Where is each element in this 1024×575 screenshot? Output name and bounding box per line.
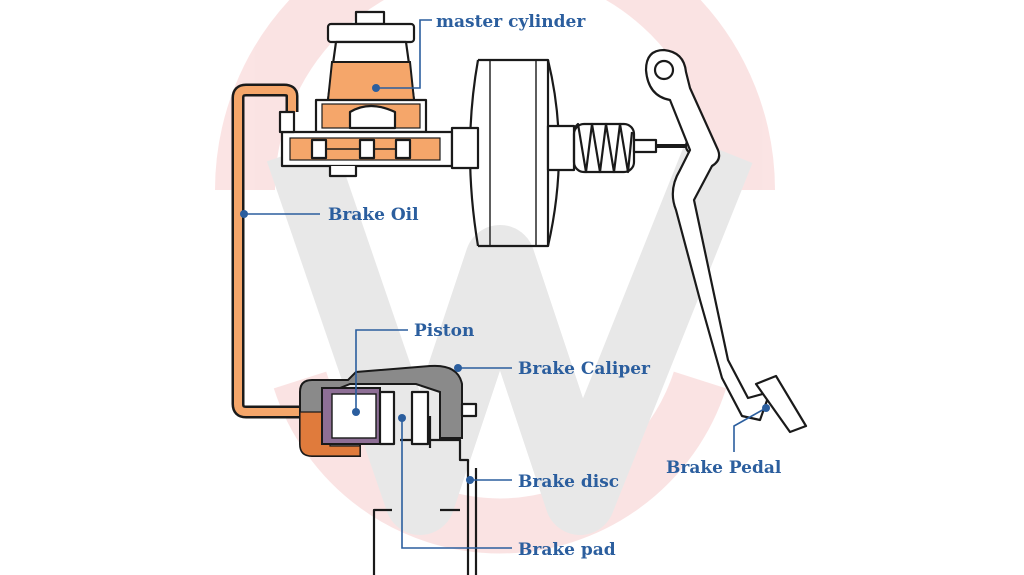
inner-pad — [378, 390, 396, 446]
label-brake-oil: Brake Oil — [328, 205, 419, 225]
label-brake-pad: Brake pad — [518, 540, 616, 560]
brake-oil-line — [231, 83, 300, 419]
label-piston: Piston — [414, 321, 474, 341]
label-brake-caliper: Brake Caliper — [518, 359, 651, 379]
brake-caliper — [299, 364, 478, 457]
pedal-pivot — [653, 59, 675, 81]
label-brake-pedal: Brake Pedal — [666, 458, 782, 478]
pedal-pad — [754, 374, 808, 434]
brake-disc-assembly — [372, 416, 478, 575]
reservoir-cap — [354, 10, 386, 26]
master-cylinder — [278, 10, 454, 178]
outer-pad — [410, 390, 430, 446]
label-brake-disc: Brake disc — [518, 472, 619, 492]
label-master-cylinder: master cylinder — [436, 12, 586, 32]
callout-leaders — [240, 19, 770, 549]
reservoir-fluid — [326, 61, 416, 101]
brake-pedal — [644, 48, 808, 434]
